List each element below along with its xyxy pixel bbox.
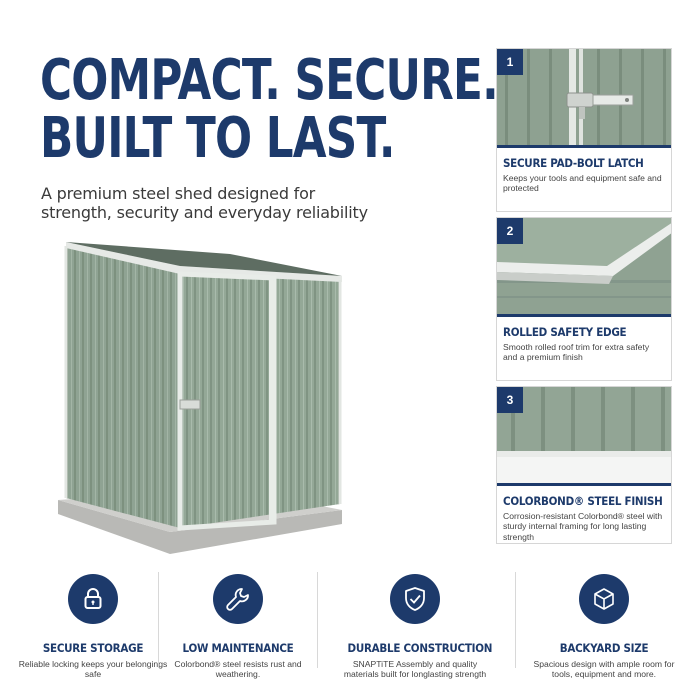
subheadline-line-1: A premium steel shed designed for [41,184,316,203]
feature-title: BACKYARD SIZE [559,641,649,655]
feature-description: Spacious design with ample room for tool… [533,659,675,680]
wrench-icon [213,574,263,624]
card-number-badge: 2 [497,218,523,244]
card-description: Corrosion-resistant Colorbond® steel wit… [503,511,663,542]
feature-description: SNAPTiTE Assembly and quality materials … [343,659,487,680]
page-headline: COMPACT. SECURE. BUILT TO LAST. [40,48,499,171]
feature-card-steel-finish: 3 COLORBOND® STEEL FINISH Corrosion-resi… [496,386,672,544]
headline-line-1: COMPACT. SECURE. [40,48,499,113]
feature-secure-storage: SECURE STORAGE Reliable locking keeps yo… [18,568,168,680]
shield-check-icon [390,574,440,624]
card-title: ROLLED SAFETY EDGE [503,325,627,339]
latch-photo: 1 [497,49,671,145]
card-number-badge: 1 [497,49,523,75]
padlock-icon [68,574,118,624]
subheadline-line-2: strength, security and everyday reliabil… [41,203,368,222]
card-description: Keeps your tools and equipment safe and … [503,173,662,194]
feature-backyard-size: BACKYARD SIZE Spacious design with ample… [529,568,679,680]
card-description: Smooth rolled roof trim for extra safety… [503,342,650,363]
divider [515,572,516,668]
card-number-badge: 3 [497,387,523,413]
headline-line-2: BUILT TO LAST. [40,106,395,171]
feature-title: LOW MAINTENANCE [182,641,294,655]
feature-card-safety-edge: 2 ROLLED SAFETY EDGE Smooth rolled roof … [496,217,672,381]
divider [317,572,318,668]
card-title: SECURE PAD-BOLT LATCH [503,156,644,170]
card-title: COLORBOND® STEEL FINISH [503,494,663,508]
cube-icon [579,574,629,624]
feature-durable-construction: DURABLE CONSTRUCTION SNAPTiTE Assembly a… [340,568,493,680]
page-subheadline: A premium steel shed designed for streng… [41,184,441,222]
feature-description: Reliable locking keeps your belongings s… [18,659,168,680]
feature-low-maintenance: LOW MAINTENANCE Colorbond® steel resists… [163,568,313,680]
feature-title: SECURE STORAGE [42,641,144,655]
feature-title: DURABLE CONSTRUCTION [347,641,493,655]
feature-card-latch: 1 SECURE PAD-BOLT LATCH Keeps your tools… [496,48,672,212]
shed-product-image [50,232,360,562]
feature-description: Colorbond® steel resists rust and weathe… [174,659,302,680]
safety-edge-photo: 2 [497,218,671,314]
divider [158,572,159,668]
feature-strip: SECURE STORAGE Reliable locking keeps yo… [18,568,690,680]
steel-finish-photo: 3 [497,387,671,483]
